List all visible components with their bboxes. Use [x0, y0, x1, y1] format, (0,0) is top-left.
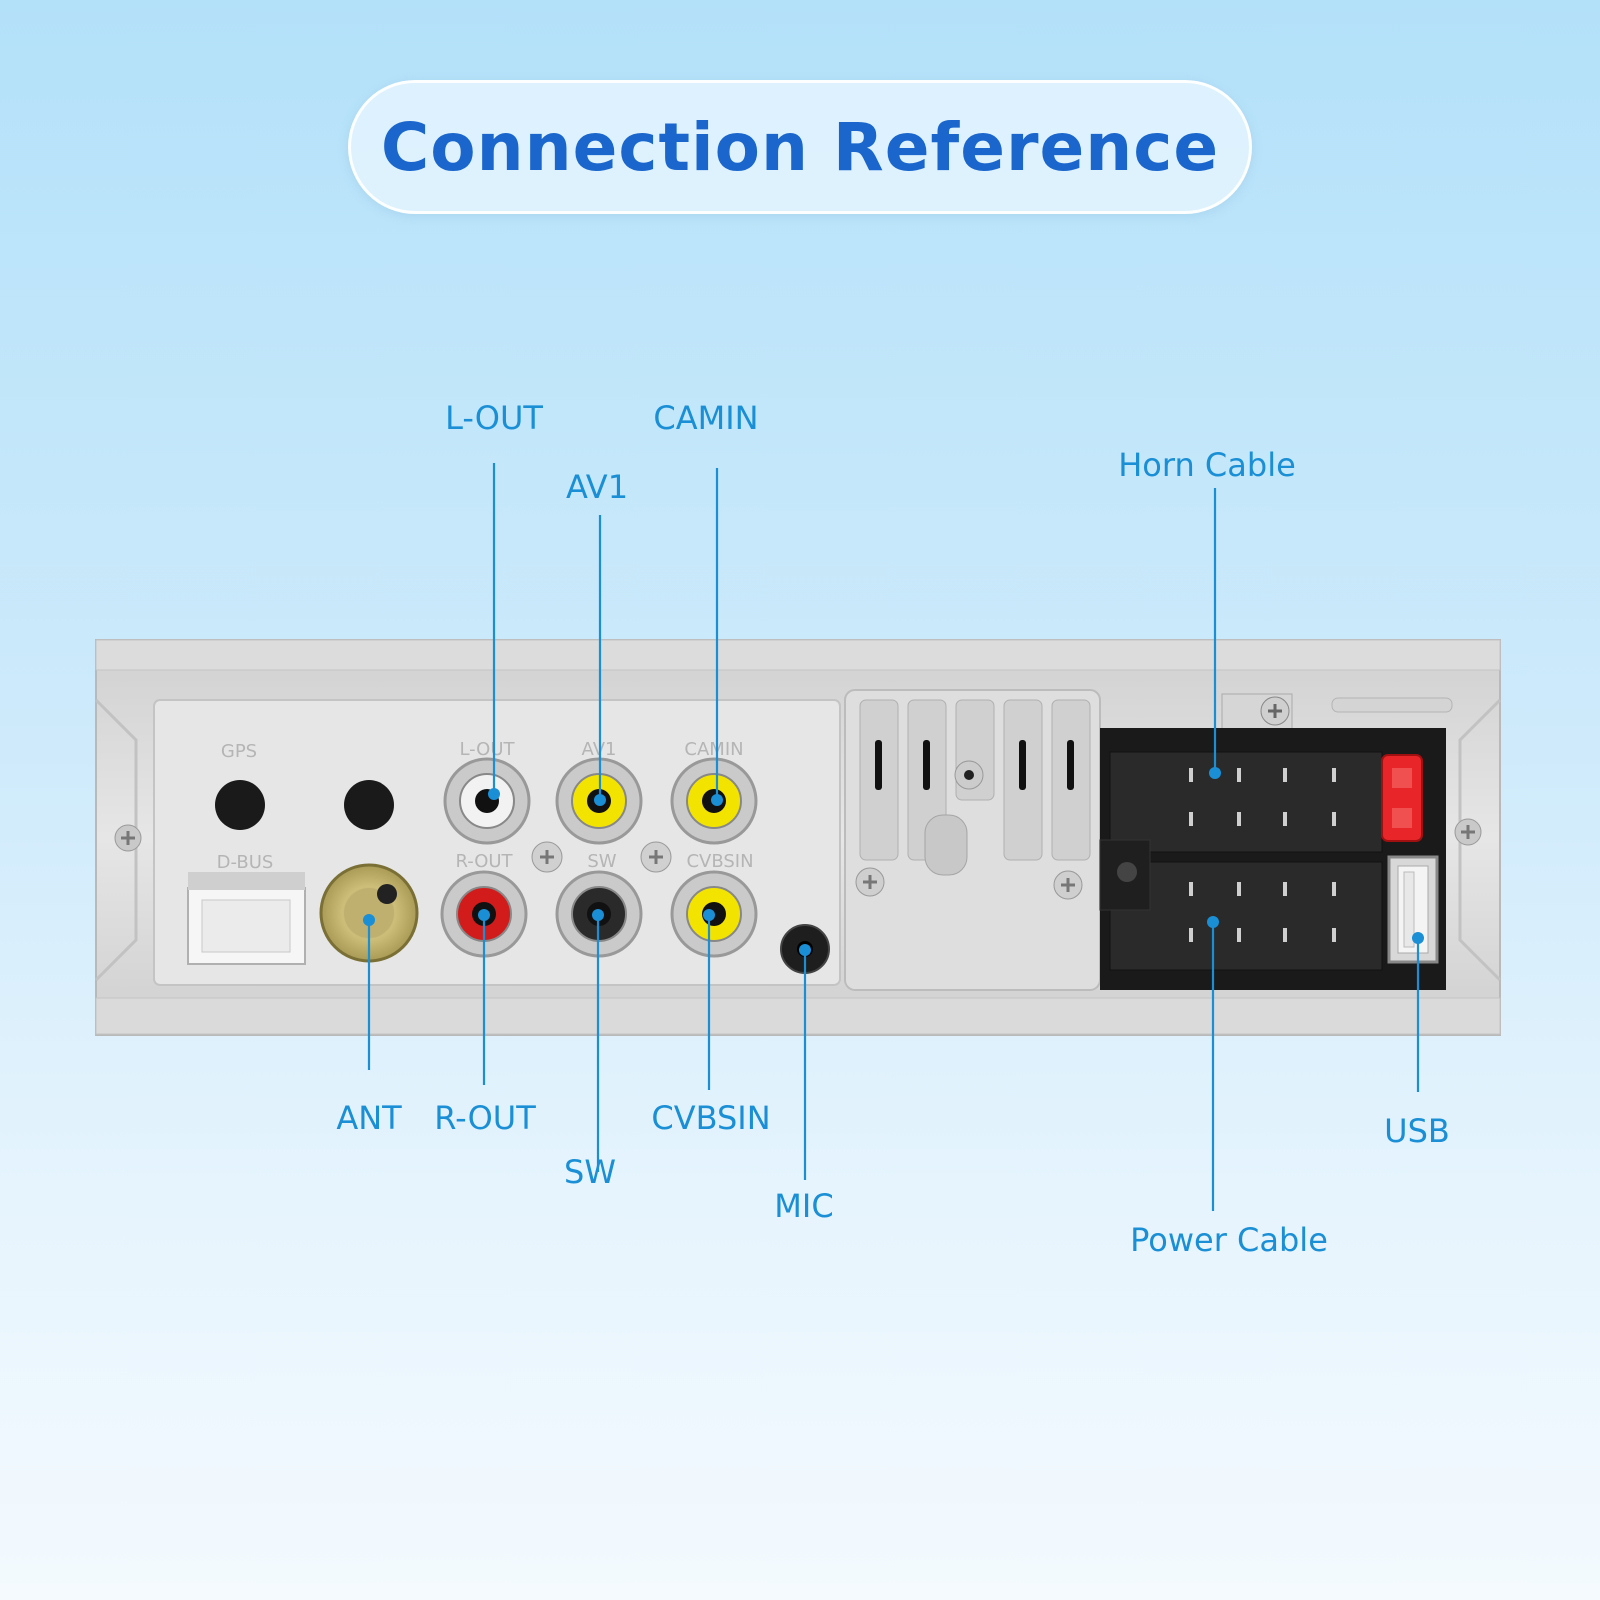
gps-print: GPS	[221, 741, 257, 762]
r-out-label: R-OUT	[434, 1099, 536, 1137]
sw-dot	[592, 909, 604, 921]
av1-label: AV1	[566, 468, 628, 506]
ant-label: ANT	[336, 1099, 402, 1137]
horn-cable-dot	[1209, 767, 1221, 779]
camin-dot	[711, 794, 723, 806]
screw	[531, 841, 563, 873]
sw-print: SW	[587, 851, 616, 872]
screw	[1454, 818, 1482, 846]
page-title: Connection Reference	[380, 108, 1220, 186]
l-out-print: L-OUT	[459, 739, 515, 760]
r-out-print: R-OUT	[455, 851, 513, 872]
usb-port	[1387, 855, 1439, 964]
d-bus-print: D-BUS	[217, 852, 274, 873]
cvbsin-dot	[703, 909, 715, 921]
cvbsin-label: CVBSIN	[651, 1099, 770, 1137]
screw	[114, 824, 142, 852]
usb-dot	[1412, 932, 1424, 944]
horn-cable-label: Horn Cable	[1118, 446, 1296, 484]
rca-jack-l-out	[443, 757, 531, 845]
screw	[1053, 870, 1083, 900]
gps-port	[215, 780, 265, 830]
power-cable-label: Power Cable	[1130, 1221, 1328, 1259]
l-out-label: L-OUT	[445, 399, 543, 437]
power-cable-dot	[1207, 916, 1219, 928]
mic-dot	[799, 944, 811, 956]
mounting-bracket	[844, 689, 1101, 991]
r-out-dot	[478, 909, 490, 921]
sw-label: SW	[564, 1153, 616, 1191]
l-out-dot	[488, 788, 500, 800]
mic-label: MIC	[774, 1187, 833, 1225]
blank-port	[344, 780, 394, 830]
camin-print: CAMIN	[684, 739, 743, 760]
title-banner: Connection Reference	[348, 80, 1252, 214]
d-bus-connector	[187, 872, 306, 965]
ant-connector	[319, 863, 419, 963]
fuse	[1381, 754, 1423, 842]
ant-dot	[363, 914, 375, 926]
cvbsin-print: CVBSIN	[686, 851, 753, 872]
screw	[640, 841, 672, 873]
camin-label: CAMIN	[653, 399, 758, 437]
av1-dot	[594, 794, 606, 806]
usb-label: USB	[1384, 1112, 1450, 1150]
screw	[855, 867, 885, 897]
